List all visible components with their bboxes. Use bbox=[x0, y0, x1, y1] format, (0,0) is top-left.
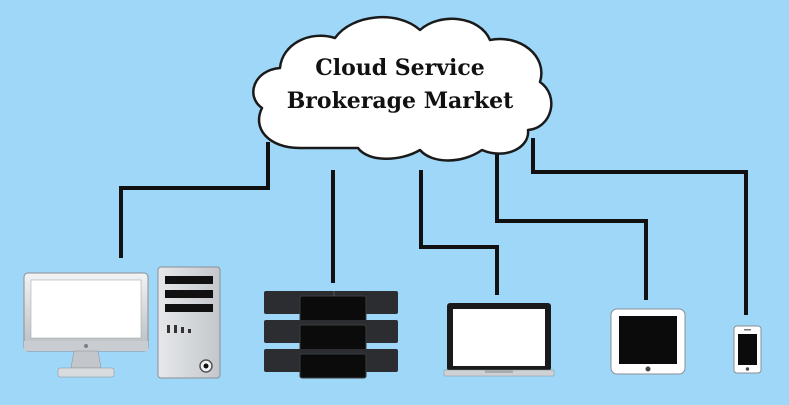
smartphone-icon bbox=[733, 325, 762, 374]
server-unit-middle bbox=[264, 320, 398, 352]
tablet-icon bbox=[610, 308, 686, 375]
server-unit-bottom bbox=[264, 349, 398, 379]
server-unit-top bbox=[264, 291, 398, 323]
laptop-icon bbox=[443, 303, 555, 377]
connector-laptop bbox=[419, 170, 499, 295]
server-rack-icon bbox=[264, 291, 398, 379]
connector-phone bbox=[531, 138, 748, 315]
desktop-tower-icon bbox=[157, 266, 221, 379]
connector-lines bbox=[119, 138, 748, 315]
connector-tablet bbox=[495, 154, 648, 300]
cloud-title-line-2: Brokerage Market bbox=[287, 88, 514, 114]
cloud-title-line-1: Cloud Service bbox=[315, 55, 485, 81]
cloud-shape: Cloud Service Brokerage Market bbox=[252, 15, 553, 162]
desktop-monitor-icon bbox=[23, 272, 149, 378]
connector-desktop bbox=[119, 142, 270, 258]
